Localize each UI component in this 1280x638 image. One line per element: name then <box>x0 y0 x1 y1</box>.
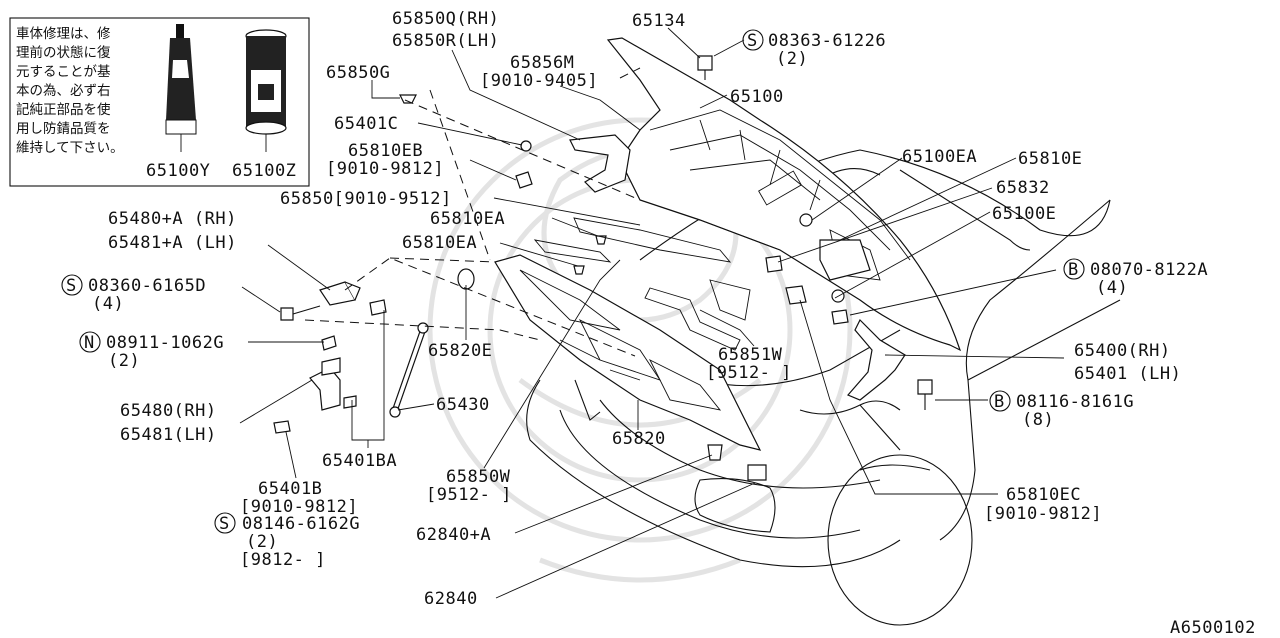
label-65401: 65401 (LH) <box>1074 364 1181 384</box>
symbol-s-3 <box>214 512 236 534</box>
note-line-6: 用し防錆品質を <box>16 120 111 137</box>
label-08070-qty: (4) <box>1096 278 1128 298</box>
label-65851W-range: [9512- ] <box>706 363 792 383</box>
callout-labels: 65850Q(RH) 65850R(LH) 65856M [9010-9405]… <box>61 9 1256 638</box>
label-08070: 08070-8122A <box>1090 260 1208 280</box>
symbol-b-1-letter: B <box>1068 260 1079 280</box>
symbol-s-1 <box>742 29 764 51</box>
label-65401B: 65401B <box>258 479 322 499</box>
spray-can-icon <box>245 29 287 152</box>
label-08363-qty: (2) <box>776 49 808 69</box>
label-65134: 65134 <box>632 11 686 31</box>
sealant-tube-icon <box>165 24 197 152</box>
label-65832: 65832 <box>996 178 1050 198</box>
note-box-frame <box>9 17 310 187</box>
label-65430: 65430 <box>436 395 490 415</box>
label-65100EA: 65100EA <box>902 147 977 167</box>
hood-panel <box>606 37 962 352</box>
label-65400: 65400(RH) <box>1074 341 1171 361</box>
symbol-n-1 <box>79 331 101 353</box>
hood-insulator <box>494 254 762 451</box>
note-line-2: 理前の状態に復 <box>16 44 111 61</box>
label-65820E: 65820E <box>428 341 492 361</box>
label-62840A: 62840+A <box>416 525 491 545</box>
hood-gas-strut <box>389 322 429 418</box>
symbol-s-1-letter: S <box>747 31 758 51</box>
label-08146-range: [9812- ] <box>240 550 326 570</box>
label-65850G: 65850G <box>326 63 390 83</box>
label-65850R: 65850R(LH) <box>392 31 499 51</box>
label-65401C: 65401C <box>334 114 398 134</box>
label-08146-qty: (2) <box>246 532 278 552</box>
label-08116-qty: (8) <box>1022 410 1054 430</box>
label-65810EC-range: [9010-9812] <box>984 504 1102 524</box>
label-65401B-range: [9010-9812] <box>240 497 358 517</box>
label-65850W: 65850W <box>446 467 511 487</box>
diagram-id: A6500102 <box>1170 618 1256 638</box>
label-08911-qty: (2) <box>108 351 140 371</box>
note-line-1: 車体修理は、修 <box>16 26 111 42</box>
symbol-s-2-letter: S <box>66 276 77 296</box>
label-08116: 08116-8161G <box>1016 392 1134 412</box>
hinge-lower-left <box>309 357 341 411</box>
label-08146: 08146-6162G <box>242 514 360 534</box>
label-65810EB: 65810EB <box>348 141 423 161</box>
symbol-b-1 <box>1063 258 1085 280</box>
label-65480: 65480(RH) <box>120 401 217 421</box>
symbol-b-2-letter: B <box>994 392 1005 412</box>
label-65481A: 65481+A (LH) <box>108 233 237 253</box>
note-line-3: 元することが基 <box>16 63 111 80</box>
label-65100E: 65100E <box>992 204 1056 224</box>
label-65810E: 65810E <box>1018 149 1082 169</box>
symbol-s-3-letter: S <box>219 514 230 534</box>
part-65100Y: 65100Y <box>146 161 210 181</box>
label-08360-qty: (4) <box>92 294 124 314</box>
label-65810EC: 65810EC <box>1006 485 1081 505</box>
label-65851W: 65851W <box>718 345 783 365</box>
label-08911: 08911-1062G <box>106 333 224 353</box>
note-line-4: 本の為、必ず右 <box>16 83 111 99</box>
symbol-s-2 <box>61 274 83 296</box>
rust-prevention-note: 車体修理は、修 理前の状態に復 元することが基 本の為、必ず右 記純正部品を使 … <box>9 17 310 187</box>
label-65850: 65850[9010-9512] <box>280 189 452 209</box>
label-62840: 62840 <box>424 589 478 609</box>
label-08363: 08363-61226 <box>768 31 886 51</box>
label-65810EA-2: 65810EA <box>402 233 477 253</box>
note-line-7: 維持して下さい。 <box>16 140 124 156</box>
hood-seals <box>533 217 751 351</box>
hood-lock-bracket <box>569 134 631 193</box>
label-65850W-range: [9512- ] <box>426 485 512 505</box>
hinge-upper-left <box>319 281 361 306</box>
leader-lines <box>239 27 1065 599</box>
label-65481: 65481(LH) <box>120 425 217 445</box>
vehicle-body <box>526 149 1121 626</box>
label-65480A: 65480+A (RH) <box>108 209 237 229</box>
label-65100: 65100 <box>730 87 784 107</box>
part-65100Z: 65100Z <box>232 161 296 181</box>
assembly-dashed-lines <box>304 67 641 357</box>
label-65810EA-1: 65810EA <box>430 209 505 229</box>
label-65856M-range: [9010-9405] <box>480 71 598 91</box>
note-line-5: 記純正部品を使 <box>16 101 111 118</box>
hinge-right <box>847 318 906 401</box>
label-65810EB-range: [9010-9812] <box>326 159 444 179</box>
label-65856M: 65856M <box>510 53 574 73</box>
symbol-n-1-letter: N <box>84 333 95 353</box>
label-65820: 65820 <box>612 429 666 449</box>
symbol-b-2 <box>989 390 1011 412</box>
label-65401BA: 65401BA <box>322 451 397 471</box>
label-08360: 08360-6165D <box>88 276 206 296</box>
label-65850Q: 65850Q(RH) <box>392 9 499 29</box>
